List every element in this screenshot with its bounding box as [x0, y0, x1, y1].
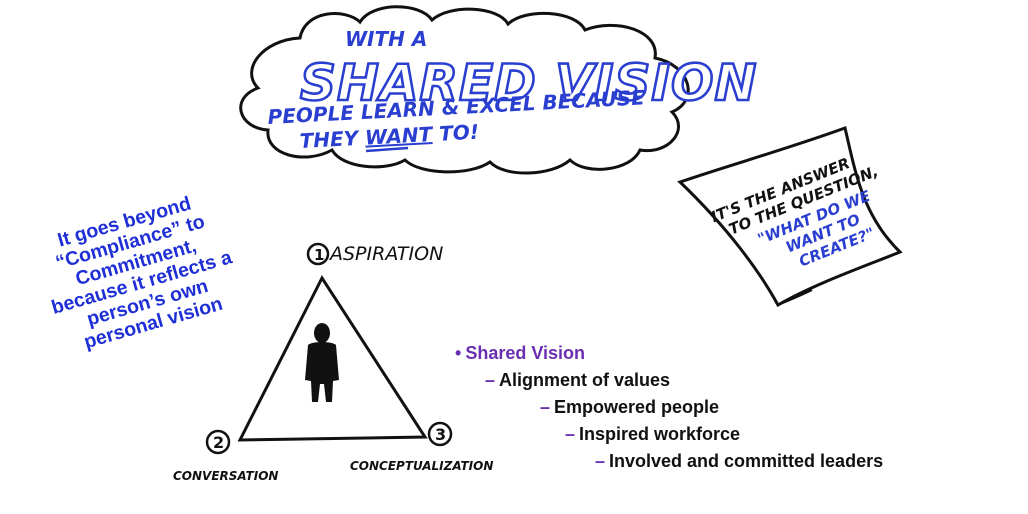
shared-vision-cloud: WITH A SHARED VISION PEOPLE LEARN & EXCE… [239, 5, 758, 175]
dash-icon: – [595, 451, 606, 471]
bullet-dot-icon: • [455, 343, 462, 363]
cloud-line1: WITH A [345, 27, 427, 51]
cloud-line2: SHARED VISION [300, 54, 757, 112]
dash-icon: – [540, 397, 551, 417]
bullet-item: –Inspired workforce [565, 421, 740, 447]
cloud-line4b: WANT [364, 122, 434, 150]
bullet-item-text: Alignment of values [499, 370, 671, 390]
bullet-title: Shared Vision [465, 343, 586, 363]
vertex2-circle [205, 429, 231, 455]
vision-triangle: 1 ASPIRATION 2 CONVERSATION 3 CONCEPTUAL… [173, 242, 493, 483]
cloud-line4: THEY WANT TO! [299, 120, 479, 153]
bullet-item-text: Empowered people [554, 397, 720, 417]
bullet-title-row: •Shared Vision [455, 340, 585, 366]
dash-icon: – [565, 424, 576, 444]
person-figure-icon [305, 323, 339, 402]
cloud-outline [239, 5, 690, 175]
bullet-item-text: Inspired workforce [579, 424, 741, 444]
bullet-item-text: Involved and committed leaders [609, 451, 884, 471]
note-curl [777, 289, 813, 306]
bullet-item: –Alignment of values [485, 367, 670, 393]
vertex3-number: 3 [435, 425, 446, 444]
vertex2-number: 2 [213, 433, 224, 452]
vertex3-circle [427, 421, 453, 447]
note-outline [677, 126, 903, 308]
bullet-item: –Empowered people [540, 394, 719, 420]
dash-icon: – [485, 370, 496, 390]
cloud-line4c: TO! [432, 120, 480, 146]
triangle-outline [237, 274, 428, 442]
cloud-line4a: THEY [299, 126, 366, 153]
question-note: IT'S THE ANSWER TO THE QUESTION, "WHAT D… [677, 126, 903, 308]
vertex1-number: 1 [314, 246, 324, 264]
vertex1-label: ASPIRATION [328, 243, 443, 265]
bullet-item: –Involved and committed leaders [595, 448, 883, 474]
want-underline [365, 146, 409, 153]
vertex3-label: CONCEPTUALIZATION [350, 459, 493, 473]
vertex1-circle [306, 242, 330, 266]
vertex2-label: CONVERSATION [173, 469, 278, 483]
